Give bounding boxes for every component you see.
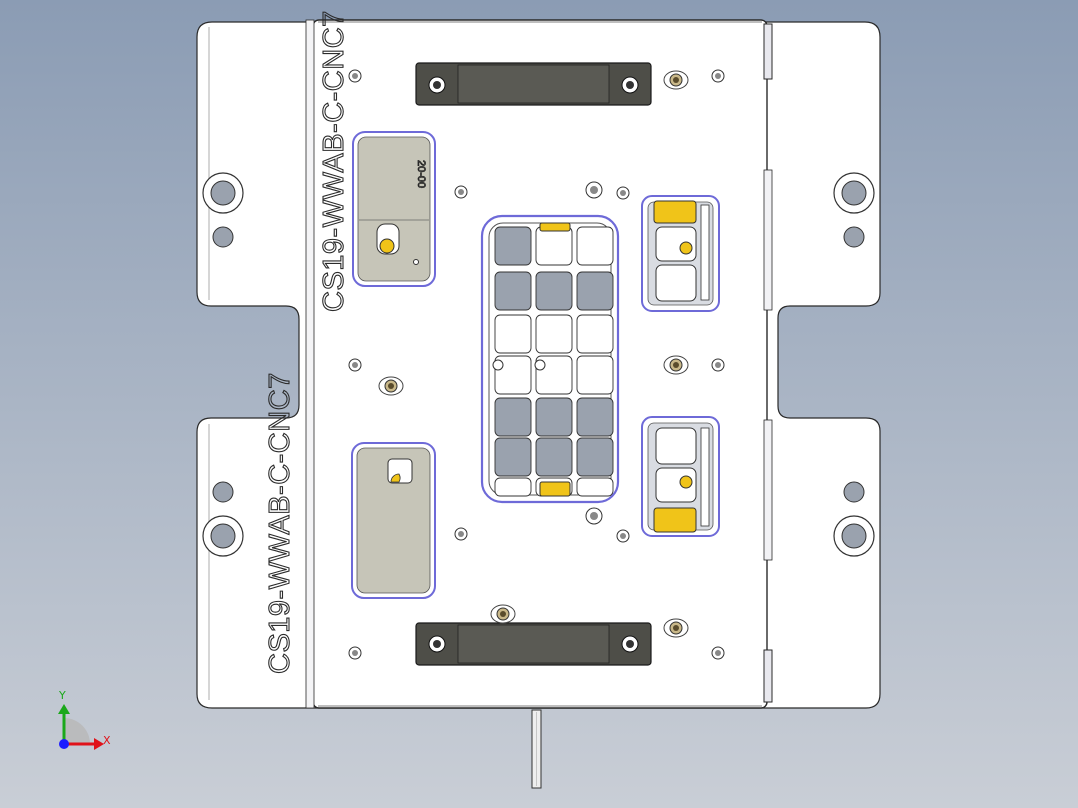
grid-cell (535, 314, 573, 354)
gold-insert (539, 222, 571, 232)
grid-cell (494, 226, 532, 266)
grid-cell (576, 477, 614, 497)
locating-pins (378, 70, 689, 638)
clamp-block-bottom (415, 622, 652, 666)
grid-cell (494, 314, 532, 354)
grid-cell (535, 226, 573, 266)
grid-cell (576, 397, 614, 437)
grid-cell (576, 437, 614, 477)
x-axis-label: X (103, 734, 111, 747)
gold-insert (539, 481, 571, 497)
grid-cell (576, 271, 614, 311)
grid-cell (494, 477, 532, 497)
grid-cell (576, 314, 614, 354)
grid-cell (535, 271, 573, 311)
plate-screw-holes (348, 69, 725, 660)
notch-cutout (492, 359, 504, 371)
engraving-lower: CS19-WWAB-C-CNC7 (264, 372, 296, 674)
left-pocket-upper: 20-00 (352, 131, 436, 287)
clamp-block-top (415, 62, 652, 106)
y-axis-label: Y (58, 689, 66, 702)
center-pocket (480, 214, 620, 504)
grid-cell (494, 397, 532, 437)
grid-cell (535, 437, 573, 477)
grid-cell (494, 355, 532, 395)
grid-cell (576, 226, 614, 266)
grid-cell (494, 271, 532, 311)
coordinate-triad: X Y (58, 689, 111, 750)
side-rail-right (763, 23, 773, 80)
grid-cell (535, 397, 573, 437)
ear-holes (202, 172, 875, 557)
bottom-pin (531, 709, 542, 789)
pocket-mark: 20-00 (415, 160, 427, 188)
grid-cell (576, 355, 614, 395)
grid-cell (494, 437, 532, 477)
notch-cutout (534, 359, 546, 371)
engraving-upper: CS19-WWAB-C-CNC7 (318, 10, 350, 312)
left-pocket-lower (351, 442, 436, 599)
right-pocket-upper (641, 195, 720, 312)
right-pocket-lower (641, 416, 720, 537)
